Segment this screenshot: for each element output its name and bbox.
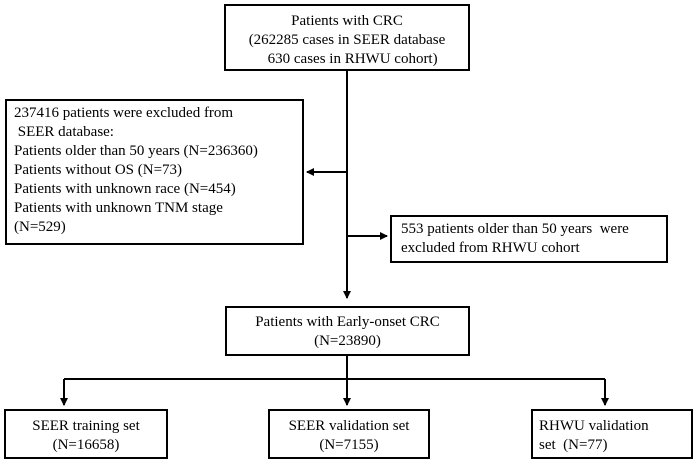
box-text-line: SEER database: bbox=[14, 124, 114, 140]
box-text-line: 630 cases in RHWU cohort) bbox=[256, 51, 438, 67]
box-text-line: excluded from RHWU cohort bbox=[401, 240, 580, 256]
box-text-line: Patients with CRC bbox=[291, 13, 403, 29]
box-text-line: set (N=77) bbox=[539, 437, 608, 453]
box-text-line: (N=16658) bbox=[52, 437, 120, 453]
box-text-line: (N=529) bbox=[14, 219, 66, 235]
seer-exclusion-box: 237416 patients were excluded from SEER … bbox=[5, 99, 304, 245]
box-text-line: Patients with Early-onset CRC bbox=[255, 314, 440, 330]
box-text-line: Patients older than 50 years (N=236360) bbox=[14, 143, 258, 159]
box-text-line: Patients with unknown race (N=454) bbox=[14, 181, 236, 197]
early-onset-crc-box: Patients with Early-onset CRC (N=23890) bbox=[225, 306, 470, 356]
rhwu-validation-set-box: RHWU validation set (N=77) bbox=[531, 409, 693, 459]
box-text-line: 553 patients older than 50 years were bbox=[401, 221, 629, 237]
seer-training-set-box: SEER training set (N=16658) bbox=[4, 409, 168, 459]
box-text-line: Patients with unknown TNM stage bbox=[14, 200, 223, 216]
box-text-line: (N=7155) bbox=[319, 437, 379, 453]
box-text-line: (262285 cases in SEER database bbox=[248, 32, 446, 48]
crc-patients-box: Patients with CRC (262285 cases in SEER … bbox=[224, 4, 470, 71]
box-text-line: Patients without OS (N=73) bbox=[14, 162, 183, 178]
box-text-line: (N=23890) bbox=[314, 333, 381, 349]
box-text-line: 237416 patients were excluded from bbox=[14, 105, 234, 121]
rhwu-exclusion-box: 553 patients older than 50 years were ex… bbox=[390, 215, 668, 263]
box-text-line: SEER training set bbox=[32, 418, 140, 434]
box-text-line: SEER validation set bbox=[288, 418, 410, 434]
box-text-line: RHWU validation bbox=[539, 418, 649, 434]
seer-validation-set-box: SEER validation set (N=7155) bbox=[268, 409, 430, 459]
